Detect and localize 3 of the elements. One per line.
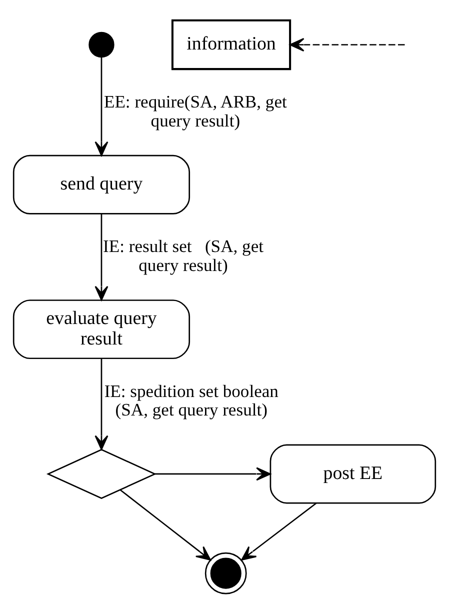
edge-label: IE: spedition set boolean (SA, get query result) [104,380,278,420]
edge-label: EE: require(SA, ARB, get query result) [104,91,287,130]
edge-label: IE: result set (SA, get query result) [103,236,264,276]
